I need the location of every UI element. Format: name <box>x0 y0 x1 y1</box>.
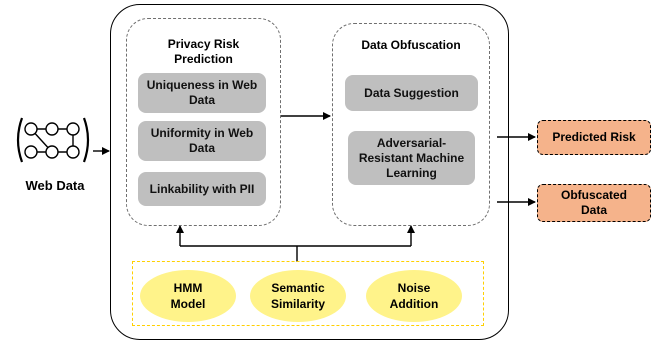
data-suggestion-box: Data Suggestion <box>345 75 478 111</box>
privacy-risk-title: Privacy Risk Prediction <box>167 37 240 66</box>
predicted-risk-output: Predicted Risk <box>537 120 651 155</box>
technique-noise-addition: Noise Addition <box>366 270 462 322</box>
feedback-arrows <box>176 225 415 262</box>
uniqueness-box: Uniqueness in Web Data <box>138 73 266 113</box>
privacy-risk-panel <box>126 18 281 226</box>
uniformity-box: Uniformity in Web Data <box>138 121 266 161</box>
technique-semantic-similarity: Semantic Similarity <box>250 270 346 322</box>
system-container <box>110 4 509 340</box>
data-obfuscation-title: Data Obfuscation <box>361 38 461 52</box>
adversarial-ml-box: Adversarial- Resistant Machine Learning <box>348 131 475 185</box>
data-obfuscation-panel <box>332 23 490 226</box>
graph-icon <box>16 117 90 163</box>
linkability-box: Linkability with PII <box>138 172 266 206</box>
technique-hmm-model: HMM Model <box>140 270 236 322</box>
techniques-panel <box>132 261 484 326</box>
web-data-label: Web Data <box>25 178 85 193</box>
obfuscated-data-output: Obfuscated Data <box>537 184 651 222</box>
